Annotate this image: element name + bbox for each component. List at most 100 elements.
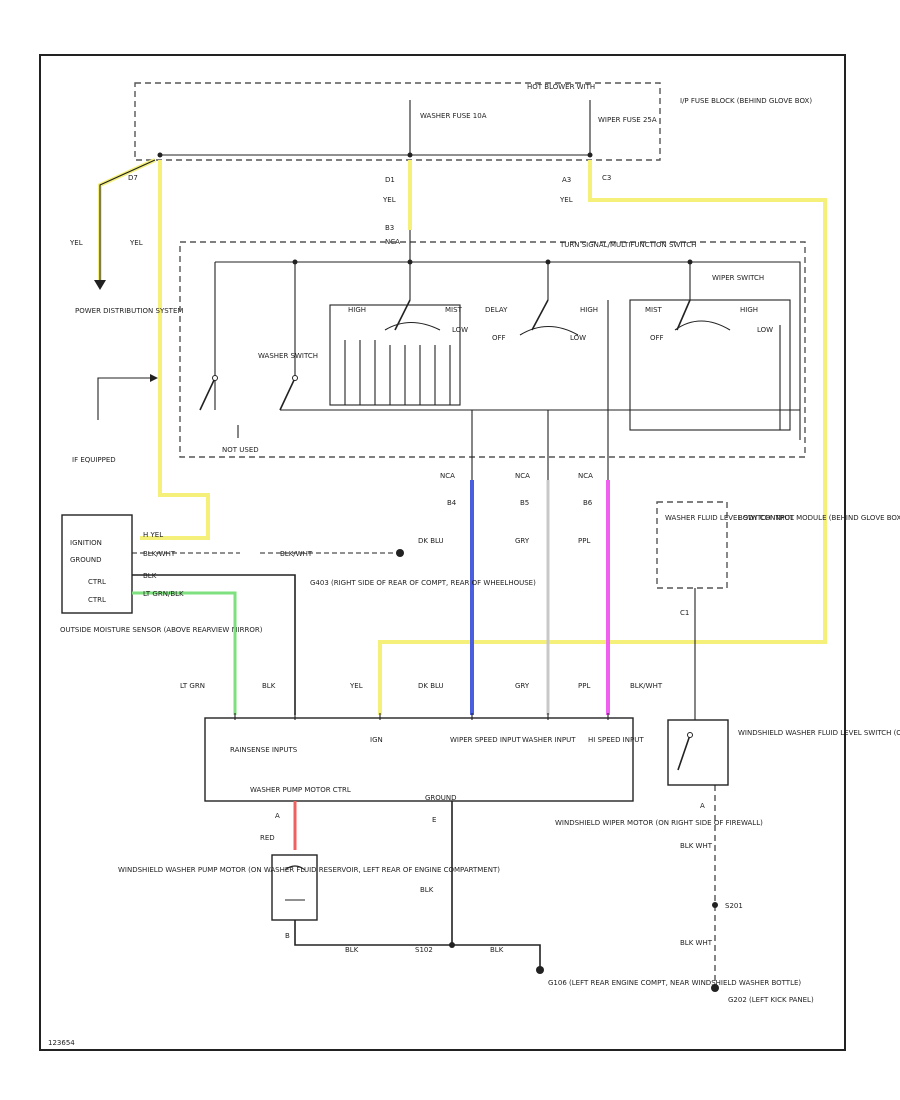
label-yel-1: YEL xyxy=(69,239,83,247)
blk-ctrl-wire xyxy=(132,574,296,715)
s201-label: S201 xyxy=(725,902,743,910)
bcm-input-box xyxy=(656,501,728,589)
nca-2: NCA xyxy=(515,472,530,480)
s102-splice xyxy=(449,942,455,948)
ppl-label-1: PPL xyxy=(578,537,590,545)
conn-c3: C3 xyxy=(602,174,611,182)
conn-b6: B6 xyxy=(583,499,593,507)
multifunction-switch-label: TURN SIGNAL/MULTIFUNCTION SWITCH xyxy=(559,241,696,249)
nca-3: NCA xyxy=(578,472,593,480)
hi-speed-label: HI SPEED INPUT xyxy=(588,736,644,744)
fuse-node-left xyxy=(157,152,163,158)
bank2-high: HIGH xyxy=(580,306,598,314)
wiper-mist: HIGH xyxy=(740,306,758,314)
conn-a3: A3 xyxy=(562,176,571,184)
dk-blu-label-2: DK BLU xyxy=(418,682,444,690)
dk-blu-label-1: DK BLU xyxy=(418,537,444,545)
bank1-low: LOW xyxy=(452,326,468,334)
gry-label-2: GRY xyxy=(515,682,530,690)
fuse-node-washer xyxy=(407,152,413,158)
if-equipped-label: IF EQUIPPED xyxy=(72,456,116,464)
blk-label-5: BLK xyxy=(490,946,504,954)
pump-ground-wire xyxy=(294,920,541,968)
fuse-block-label: I/P FUSE BLOCK (BEHIND GLOVE BOX) xyxy=(680,97,812,105)
washer-switch-label: WASHER SWITCH xyxy=(258,352,318,360)
bank2-delay: DELAY xyxy=(485,306,508,314)
wiper-lever xyxy=(676,299,691,331)
switch-bank-1 xyxy=(329,304,461,406)
fuse-bus xyxy=(160,100,591,156)
g403-ground xyxy=(396,549,404,557)
ctrl-pin-1: CTRL xyxy=(88,578,106,586)
not-used-label: NOT USED xyxy=(222,446,259,454)
g403-label: G403 (RIGHT SIDE OF REAR OF COMPT, REAR … xyxy=(310,579,536,587)
pump-motor-symbol xyxy=(284,865,306,901)
blk-label-2: BLK xyxy=(262,682,276,690)
switch-drops xyxy=(294,262,691,378)
washer-input-label: WASHER INPUT xyxy=(522,736,576,744)
bank2-low: LOW xyxy=(570,334,586,342)
washer-switch-pole-2 xyxy=(292,375,298,381)
ignition-pin: IGNITION xyxy=(70,539,102,547)
bcm-label: BODY CONTROL MODULE (BEHIND GLOVE BOX) xyxy=(738,514,900,522)
moisture-sensor-box xyxy=(61,514,133,614)
blk-wht-label-3: BLK WHT xyxy=(680,842,713,850)
conn-d1: D1 xyxy=(385,176,395,184)
wiper-switch-box xyxy=(629,299,791,431)
lt-grn-wire xyxy=(132,591,237,715)
bank1-arc xyxy=(384,321,441,331)
bank1-mist: MIST xyxy=(445,306,463,314)
wiper-arc xyxy=(674,320,731,331)
washer-fuse-label: WASHER FUSE 10A xyxy=(420,112,487,120)
power-dist-arrow xyxy=(94,280,106,290)
diagram-border xyxy=(39,54,846,1051)
fuse-node-wiper xyxy=(587,152,593,158)
wiper-switch-label: WIPER SWITCH xyxy=(712,274,764,282)
wiper-off: OFF xyxy=(650,334,664,342)
ground-pin: GROUND xyxy=(70,556,102,564)
wiper-speed-label: WIPER SPEED INPUT xyxy=(450,736,521,744)
bank1-taps xyxy=(344,340,451,405)
fluid-switch-label: WINDSHIELD WASHER FLUID LEVEL SWITCH (ON… xyxy=(738,729,900,737)
c1-label: C1 xyxy=(680,609,689,617)
bank1-high: HIGH xyxy=(348,306,366,314)
h-yel-label: H YEL xyxy=(143,531,163,539)
blk-wht-label-1: BLK/WHT xyxy=(143,550,176,558)
fluid-switch-contact xyxy=(677,734,691,771)
lt-grn-blk-label: LT GRN/BLK xyxy=(143,590,184,598)
bank1-lever xyxy=(394,299,411,331)
g106-label: G106 (LEFT REAR ENGINE COMPT, NEAR WINDS… xyxy=(548,979,801,987)
if-equipped-wire xyxy=(97,377,155,420)
pin-a-2: A xyxy=(700,802,705,810)
pin-e: E xyxy=(432,816,436,824)
if-equipped-arrow xyxy=(150,374,158,382)
pump-motor-box xyxy=(271,854,318,921)
ppl-label-2: PPL xyxy=(578,682,590,690)
blk-wht-label-2: BLK/WHT xyxy=(280,550,313,558)
red-label: RED xyxy=(260,834,275,842)
wiper-motor-module xyxy=(204,717,634,802)
multifunction-switch-enclosure xyxy=(179,241,806,458)
pin-a: A xyxy=(275,812,280,820)
module-pins xyxy=(234,713,609,720)
s102-label: S102 xyxy=(415,946,433,954)
washer-fluid-switch-label: WASHER FLUID LEVEL SWITCH INPUT xyxy=(665,514,795,522)
label-yel-4: YEL xyxy=(559,196,573,204)
outside-moisture-label: OUTSIDE MOISTURE SENSOR (ABOVE REARVIEW … xyxy=(60,626,263,634)
s201-splice xyxy=(712,902,718,908)
fluid-switch-pole xyxy=(687,732,693,738)
fluid-switch-box xyxy=(667,719,729,786)
wiper-low: LOW xyxy=(757,326,773,334)
conn-b4: B4 xyxy=(447,499,457,507)
label-yel-3: YEL xyxy=(382,196,396,204)
blk-wht-label-4: BLK WHT xyxy=(680,939,713,947)
blk-label-1: BLK xyxy=(143,572,157,580)
ground-label-2: GROUND xyxy=(425,794,457,802)
yel-wire-wiper xyxy=(378,160,827,715)
gry-label-1: GRY xyxy=(515,537,530,545)
label-yel-2: YEL xyxy=(129,239,143,247)
figure-id: 123654 xyxy=(48,1039,75,1047)
lt-grn-label: LT GRN xyxy=(180,682,205,690)
